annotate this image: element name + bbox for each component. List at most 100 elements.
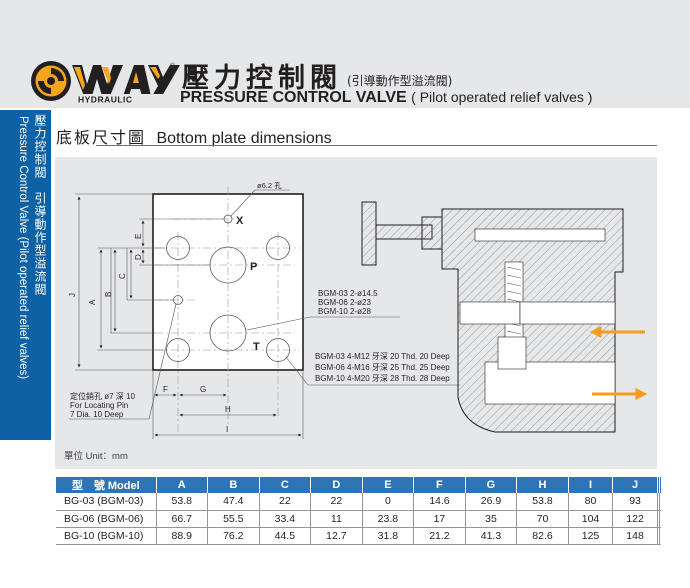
cell-g: 35 [465,510,518,528]
dimension-drawing-panel: X P T ø6.2 孔 J A [55,157,657,469]
dim-label-d: D [134,254,143,260]
cell-c: 22 [259,493,312,511]
locating-pin-note-en2: 7 Dia. 10 Deep [70,410,124,419]
cell-j: 93 [612,493,658,511]
logo-hydraulic-text: HYDRAULIC [78,95,133,105]
col-header-g: G [465,477,518,493]
dim-label-i: I [226,425,228,434]
page-subtitle-zh: (引導動作型溢流閥) [347,74,453,88]
cell-model: BG-06 (BGM-06) [56,510,157,528]
cell-b: 47.4 [207,493,260,511]
registered-mark: ® [170,63,176,70]
cell-h: 53.8 [516,493,569,511]
cell-g: 41.3 [465,527,518,545]
table-row: BG-03 (BGM-03) 53.8 47.4 22 22 0 14.6 26… [56,493,661,511]
section-title-zh: 底板尺寸圖 [56,128,147,147]
port-label-p: P [250,261,257,273]
cell-e: 31.8 [362,527,415,545]
hole-t [209,314,247,352]
cell-a: 88.9 [156,527,209,545]
cell-j: 122 [612,510,658,528]
dimensions-table: 型 號 Model A B C D E F G H I J BG-03 (BGM… [56,477,661,545]
hole-x [223,214,233,224]
dim-label-f: F [163,385,168,394]
valve-cross-section [361,201,624,433]
dim-label-c: C [118,273,127,279]
cell-empty [659,510,661,528]
hole-note-label: ø6.2 孔 [257,181,282,190]
cell-i: 80 [568,493,614,511]
cell-f: 21.2 [413,527,466,545]
cell-b: 55.5 [207,510,260,528]
table-row: BG-10 (BGM-10) 88.9 76.2 44.5 12.7 31.8 … [56,527,661,545]
dim-label-e: E [134,234,143,239]
thread-note-03: BGM-03 4-M12 牙深 20 Thd. 20 Deep [315,352,450,361]
hole-bolt-1 [166,236,190,260]
header-band: HYDRAULIC ® 壓力控制閥 (引導動作型溢流閥) PRESSURE CO… [0,0,690,108]
section-title-en: Bottom plate dimensions [156,130,332,147]
cell-empty [659,493,661,511]
side-tab-label-en: Pressure Control Valve (Pilot operated r… [17,116,29,380]
cell-b: 76.2 [207,527,260,545]
col-header-i: I [568,477,614,493]
port-size-note-03: BGM-03 2-ø14.5 [318,289,378,298]
section-divider [96,145,657,146]
unit-label: 單位 Unit：mm [64,451,128,462]
cell-d: 12.7 [310,527,363,545]
cell-f: 14.6 [413,493,466,511]
locating-pin-note-en1: For Locating Pin [70,401,128,410]
dim-label-b: B [104,292,113,297]
col-header-e: E [362,477,415,493]
col-header-f: F [413,477,466,493]
side-tab-label-zh: 壓力控制閥 引導動作型溢流閥 [33,114,47,296]
section-title: 底板尺寸圖 Bottom plate dimensions [56,124,332,148]
page-title-zh: 壓力控制閥 [182,63,342,94]
cell-model: BG-10 (BGM-10) [56,527,157,545]
cell-f: 17 [413,510,466,528]
cell-model: BG-03 (BGM-03) [56,493,157,511]
col-header-empty-1 [657,477,661,493]
col-header-model: 型 號 Model [56,477,157,493]
hole-bolt-2 [266,236,290,260]
col-header-h: H [516,477,569,493]
page-title-en-sub: ( Pilot operated relief valves ) [411,89,593,105]
thread-note-06: BGM-06 4-M16 牙深 25 Thd. 25 Deep [315,363,450,372]
cell-empty [657,493,661,511]
cell-d: 22 [310,493,363,511]
col-header-j: J [612,477,658,493]
hole-bolt-3 [166,338,190,362]
cell-e: 23.8 [362,510,415,528]
cell-h: 82.6 [516,527,569,545]
side-category-tab: 壓力控制閥 引導動作型溢流閥 Pressure Control Valve (P… [0,110,51,440]
cell-a: 53.8 [156,493,209,511]
port-size-note-06: BGM-06 2-ø23 [318,298,371,307]
hole-bolt-4 [266,338,290,362]
table-row: BG-06 (BGM-06) 66.7 55.5 33.4 11 23.8 17… [56,510,661,528]
locating-pin-note-zh: 定位銷孔 ø7 深 10 [70,391,135,401]
bottom-plate-drawing: X P T ø6.2 孔 J A [68,181,648,439]
dim-label-j: J [68,293,77,297]
cell-c: 33.4 [259,510,312,528]
thread-note-10: BGM-10 4-M20 牙深 28 Thd. 28 Deep [315,374,450,383]
cell-empty [657,527,661,545]
dim-label-h: H [225,405,231,414]
cell-d: 11 [310,510,363,528]
port-label-t: T [253,341,260,353]
cell-empty [659,527,661,545]
col-header-c: C [259,477,312,493]
hole-locating-pin [173,295,183,305]
cell-i: 104 [568,510,614,528]
page-title-en: PRESSURE CONTROL VALVE ( Pilot operated … [180,89,592,107]
cell-i: 125 [568,527,614,545]
cell-a: 66.7 [156,510,209,528]
col-header-b: B [207,477,260,493]
col-header-empty-2 [659,477,661,493]
dim-label-g: G [200,385,206,394]
col-header-a: A [156,477,209,493]
way-hydraulic-logo: HYDRAULIC [31,61,180,105]
col-header-d: D [310,477,363,493]
table-header-row: 型 號 Model A B C D E F G H I J [56,477,661,493]
cell-empty [657,510,661,528]
cell-c: 44.5 [259,527,312,545]
cell-h: 70 [516,510,569,528]
